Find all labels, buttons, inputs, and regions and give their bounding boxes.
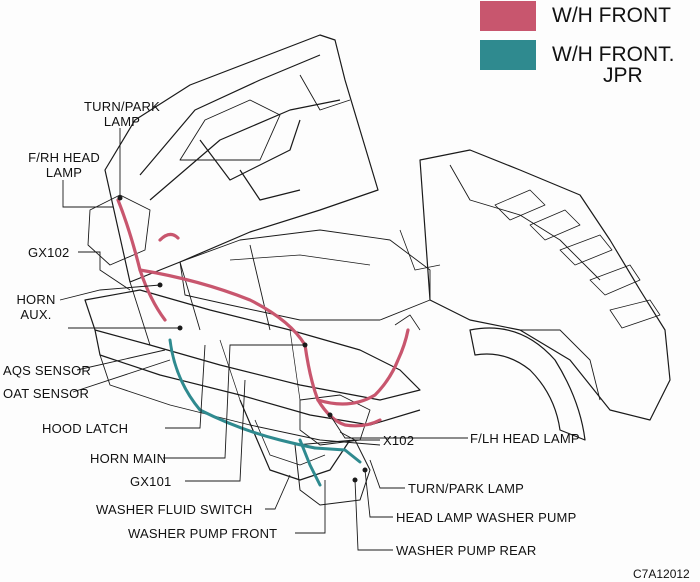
label-frh-head-lamp: F/RH HEAD LAMP — [28, 150, 100, 180]
label-washer-pump-front: WASHER PUMP FRONT — [128, 526, 278, 541]
label-horn-main: HORN MAIN — [90, 451, 167, 466]
label-washer-pump-rear: WASHER PUMP REAR — [396, 543, 537, 558]
label-turn-park-lamp-top: TURN/PARK LAMP — [84, 99, 160, 129]
legend-front-swatch — [480, 1, 536, 31]
label-head-lamp-washer-pump: HEAD LAMP WASHER PUMP — [396, 510, 577, 525]
wheel-arch — [469, 327, 586, 441]
leader-lines — [59, 128, 468, 551]
label-gx102: GX102 — [28, 245, 70, 260]
label-gx101: GX101 — [130, 474, 172, 489]
legend-front-jpr-swatch — [480, 40, 536, 70]
connector-points — [117, 195, 368, 483]
legend-front-jpr-label-1: W/H FRONT. — [552, 43, 675, 66]
label-hood-latch: HOOD LATCH — [42, 421, 129, 436]
label-washer-fluid-switch: WASHER FLUID SWITCH — [96, 502, 253, 517]
label-x102: X102 — [383, 433, 415, 448]
label-horn-aux: HORN AUX. — [16, 292, 56, 322]
hood-panel — [104, 34, 379, 283]
label-aqs-sensor: AQS SENSOR — [3, 363, 91, 378]
label-turn-park-lamp-right: TURN/PARK LAMP — [408, 481, 524, 496]
label-oat-sensor: OAT SENSOR — [3, 386, 90, 401]
figure-code: C7A12012 — [633, 567, 690, 581]
label-flh-head-lamp: F/LH HEAD LAMP — [470, 431, 580, 446]
front-jpr-harness-route — [168, 338, 362, 487]
legend-front-label: W/H FRONT — [552, 4, 671, 27]
front-harness-route — [116, 198, 410, 428]
legend-front-jpr-label-2: JPR — [603, 64, 643, 87]
right-fender — [419, 149, 671, 421]
